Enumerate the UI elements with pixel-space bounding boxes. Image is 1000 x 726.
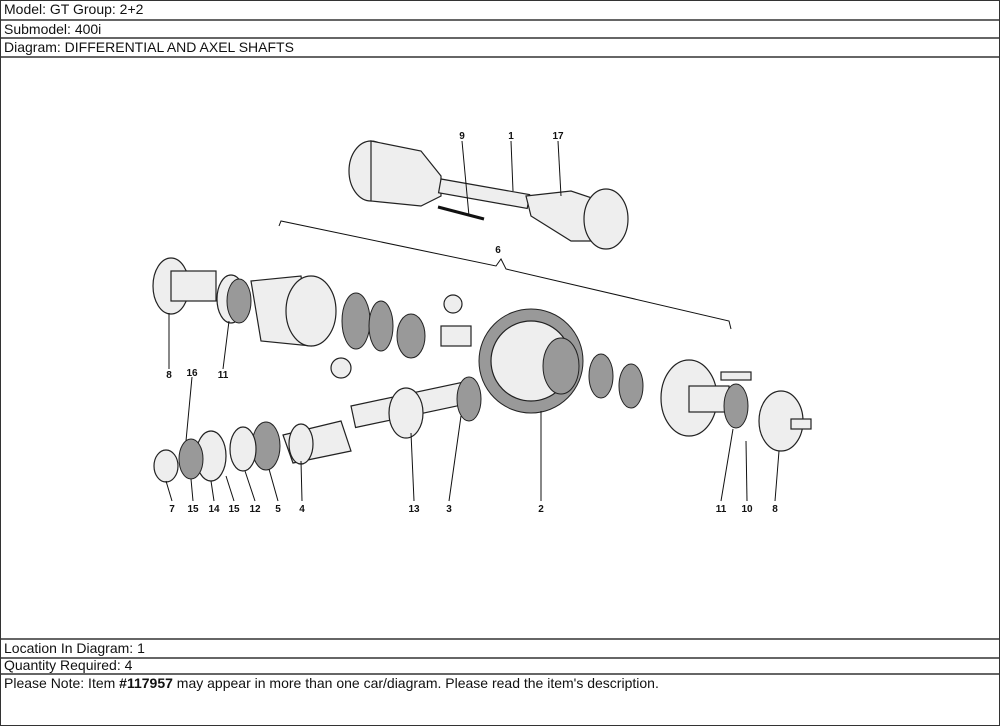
callout-labels: 9 1 17 6 8 11 16 7 15 14 15 12 5 4 13 3 …	[166, 131, 778, 515]
callout: 8	[772, 504, 778, 515]
differential-assembly	[152, 257, 812, 483]
callout: 10	[741, 504, 753, 515]
callout: 4	[299, 504, 305, 515]
callout: 7	[169, 504, 175, 515]
callout: 2	[538, 504, 544, 515]
callout: 14	[208, 504, 220, 515]
callout: 16	[186, 368, 198, 379]
diagram-title-row: Diagram: DIFFERENTIAL AND AXEL SHAFTS	[1, 39, 999, 58]
note-prefix: Please Note: Item	[4, 675, 120, 691]
leader-lines	[165, 140, 780, 502]
callout: 8	[166, 370, 172, 381]
callout: 17	[552, 131, 564, 142]
callout: 13	[408, 504, 420, 515]
callout: 15	[228, 504, 240, 515]
note-row: Please Note: Item #117957 may appear in …	[1, 675, 999, 725]
item-number: #117957	[119, 675, 173, 691]
callout: 15	[187, 504, 199, 515]
callout: 5	[275, 504, 281, 515]
exploded-parts-diagram: 9 1 17 6 8 11 16 7 15 14 15 12 5 4 13 3 …	[152, 131, 812, 515]
axle-shaft-assembly	[348, 140, 629, 250]
quantity-row: Quantity Required: 4	[1, 657, 999, 675]
callout: 11	[218, 370, 229, 381]
submodel-row: Submodel: 400i	[1, 21, 999, 39]
callout: 11	[716, 504, 727, 515]
callout: 12	[249, 504, 261, 515]
callout: 1	[508, 131, 514, 142]
note-suffix: may appear in more than one car/diagram.…	[172, 675, 659, 691]
callout: 3	[446, 504, 452, 515]
callout: 6	[495, 245, 501, 256]
callout: 9	[459, 131, 465, 142]
model-row: Model: GT Group: 2+2	[1, 1, 999, 21]
location-row: Location In Diagram: 1	[1, 638, 999, 659]
